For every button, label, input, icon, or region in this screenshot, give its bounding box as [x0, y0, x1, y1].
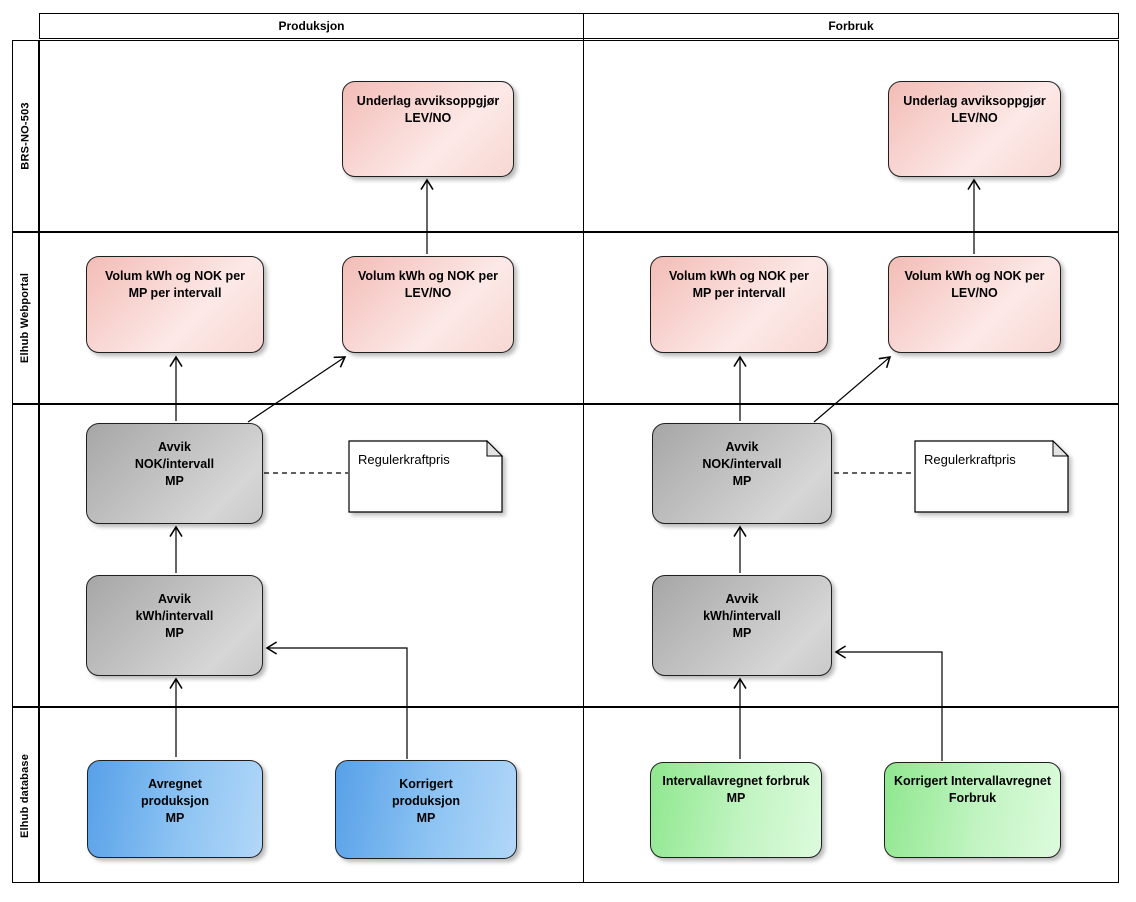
- note-label-regulerkraftpris-produksjon: Regulerkraftpris: [358, 452, 450, 467]
- node-volum-per-lev-produksjon: Volum kWh og NOK per LEV/NO: [342, 256, 514, 353]
- column-divider: [583, 13, 584, 883]
- node-korrigert-intervallavregnet-forbruk: Korrigert Intervallavregnet Forbruk: [884, 762, 1061, 858]
- lane-divider-3: [12, 706, 1119, 708]
- node-korrigert-produksjon: Korrigert produksjon MP: [335, 760, 517, 859]
- lane-label-strip: [12, 40, 39, 883]
- lane-label-elhub-webportal: Elhub Webportal: [19, 272, 32, 364]
- column-header-produksjon-label: Produksjon: [278, 19, 345, 33]
- node-avvik-nok-forbruk: Avvik NOK/intervall MP: [652, 423, 832, 524]
- node-avvik-kwh-forbruk: Avvik kWh/intervall MP: [652, 575, 832, 676]
- lane-divider-2: [12, 403, 1119, 405]
- lane-divider-1: [12, 231, 1119, 233]
- node-avvik-kwh-produksjon: Avvik kWh/intervall MP: [86, 575, 263, 676]
- node-volum-per-mp-produksjon: Volum kWh og NOK per MP per intervall: [86, 256, 264, 353]
- column-header-produksjon: Produksjon: [39, 13, 584, 39]
- node-underlag-avviksoppgjor-forbruk: Underlag avviksoppgjør LEV/NO: [888, 81, 1061, 177]
- node-volum-per-mp-forbruk: Volum kWh og NOK per MP per intervall: [650, 256, 828, 353]
- node-avvik-nok-produksjon: Avvik NOK/intervall MP: [86, 423, 263, 524]
- column-header-forbruk-label: Forbruk: [828, 19, 874, 33]
- node-avregnet-produksjon: Avregnet produksjon MP: [87, 760, 263, 858]
- column-header-forbruk: Forbruk: [583, 13, 1119, 39]
- node-intervallavregnet-forbruk: Intervallavregnet forbruk MP: [650, 762, 822, 858]
- note-label-regulerkraftpris-forbruk: Regulerkraftpris: [924, 452, 1016, 467]
- node-underlag-avviksoppgjor-produksjon: Underlag avviksoppgjør LEV/NO: [342, 81, 514, 177]
- lane-label-brs-no-503: BRS-NO-503: [19, 101, 32, 170]
- node-volum-per-lev-forbruk: Volum kWh og NOK per LEV/NO: [888, 256, 1061, 353]
- lane-label-elhub-database: Elhub database: [19, 753, 32, 838]
- lane-label-empty: [12, 405, 39, 706]
